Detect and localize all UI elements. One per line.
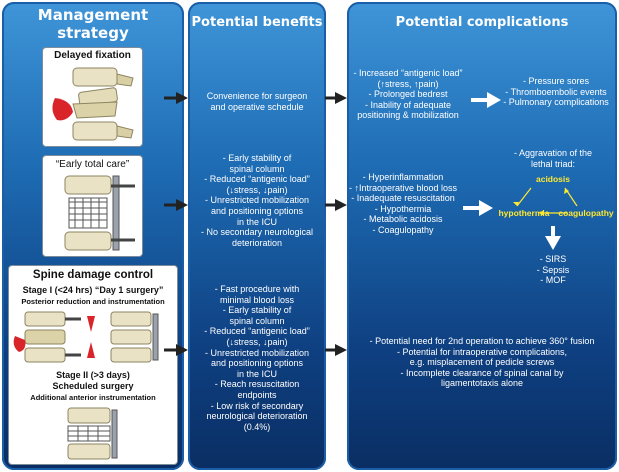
- stage2-instrumentation-illustration: [67, 407, 118, 460]
- benefit-text-line: (↓stress, ↓pain): [226, 184, 288, 195]
- stage1-instrumentation-illustration: [13, 311, 159, 363]
- benefit-text-line: - Unrestricted mobilization: [204, 347, 310, 358]
- benefit-text-line: (↓stress, ↓pain): [226, 336, 288, 347]
- benefit-text-line: - Low risk of secondary: [210, 400, 304, 411]
- benefit-text-line: (0.4%): [243, 421, 271, 432]
- complication-text-line: - Increased “antigenic load”: [353, 68, 463, 78]
- benefit-text-line: spinal column: [229, 315, 285, 326]
- triad-acidosis: acidosis: [535, 174, 571, 184]
- complication-text-line: - Sepsis: [536, 264, 570, 275]
- lethal-triad-heading: - Aggravation of the lethal triad:: [493, 148, 613, 169]
- arrow-benefits-to-complications-2: [325, 199, 347, 211]
- fractured-spine-illustration: [52, 67, 134, 141]
- arrow-white-early: [463, 200, 493, 216]
- arrow-white-delayed: [471, 92, 501, 108]
- benefit-text-line: in the ICU: [236, 368, 278, 379]
- complication-text-line: - Hyperinflammation: [362, 172, 444, 182]
- early-total-care-label: “Early total care”: [55, 159, 130, 170]
- complication-text-line: - Incomplete clearance of spinal canal b…: [400, 367, 564, 378]
- complication-text-line: - Aggravation of the: [513, 148, 593, 158]
- complication-text-line: - Metabolic acidosis: [363, 214, 443, 225]
- complication-text-line: - MOF: [540, 275, 566, 286]
- complication-text-line: - ↑Intraoperative blood loss: [348, 182, 458, 193]
- benefit-text-line: and positioning options: [210, 358, 304, 369]
- benefit-text-line: spinal column: [229, 163, 285, 174]
- benefit-text-line: - No secondary neurological: [200, 227, 314, 238]
- fixed-spine-cage-illustration: [64, 175, 135, 251]
- complication-text-line: - Pressure sores: [522, 76, 590, 86]
- benefits-damage-control: - Fast procedure with minimal blood loss…: [188, 284, 326, 432]
- delayed-fixation-label: Delayed fixation: [54, 50, 131, 61]
- delayed-fixation-box: Delayed fixation: [42, 47, 143, 147]
- complication-text-line: e.g. misplacement of pedicle screws: [409, 357, 555, 368]
- benefits-early: - Early stability of spinal column - Red…: [188, 153, 326, 248]
- complication-text-line: - Coagulopathy: [372, 224, 434, 235]
- benefit-text-line: - Reduced “antigenic load”: [204, 174, 310, 185]
- benefit-text-line: and operative schedule: [210, 101, 304, 112]
- benefit-text-line: and positioning options: [210, 205, 304, 216]
- complication-text-line: - Prolonged bedrest: [368, 89, 448, 100]
- stage2-label-line2: Scheduled surgery: [52, 381, 134, 391]
- benefit-text-line: - Reach resuscitation: [214, 379, 300, 390]
- benefits-title: Potential benefits: [191, 15, 323, 30]
- complication-text-line: - Potential for intraoperative complicat…: [396, 346, 568, 357]
- complication-text-line: ligamentotaxis alone: [440, 378, 524, 389]
- complication-text-line: - Thromboembolic events: [505, 86, 607, 97]
- arrow-early-to-benefits: [164, 199, 188, 211]
- complication-text-line: positioning & mobilization: [357, 110, 459, 121]
- arrow-benefits-to-complications-3: [325, 344, 347, 356]
- complications-delayed-outcomes: - Pressure sores - Thromboembolic events…: [497, 76, 615, 108]
- spine-damage-control-title: Spine damage control: [32, 269, 154, 281]
- triad-outcomes: - SIRS - Sepsis - MOF: [523, 254, 583, 286]
- benefit-text-line: in the ICU: [236, 216, 278, 227]
- management-title-line1: Management: [37, 6, 149, 24]
- stage2-label-line1: Stage II (>3 days): [56, 370, 130, 380]
- arrow-benefits-to-complications-1: [325, 92, 347, 104]
- benefit-text-line: - Reduced “antigenic load”: [204, 326, 310, 337]
- benefit-text-line: neurological deterioration: [206, 411, 308, 422]
- arrow-white-down: [545, 226, 561, 250]
- management-strategy-panel: Management strategy Delayed fixation “Ea…: [2, 2, 184, 470]
- benefit-text-line: deterioration: [231, 237, 283, 248]
- spine-damage-control-box: Spine damage control Stage I (<24 hrs) “…: [8, 265, 178, 465]
- benefit-text-line: - Unrestricted mobilization: [204, 195, 310, 206]
- benefit-text-line: Convenience for surgeon: [206, 91, 308, 101]
- arrow-delayed-to-benefits: [164, 92, 188, 104]
- complication-text-line: - Pulmonary complications: [503, 97, 609, 108]
- complication-text-line: - SIRS: [539, 254, 567, 264]
- benefit-text-line: minimal blood loss: [219, 294, 295, 305]
- complication-text-line: - Inadequate resuscitation: [351, 193, 455, 204]
- complications-title: Potential complications: [395, 15, 569, 30]
- complication-text-line: - Potential need for 2nd operation to ac…: [369, 336, 595, 346]
- arrow-dc-to-benefits: [164, 344, 188, 356]
- stage1-label: Stage I (<24 hrs) “Day 1 surgery”: [22, 285, 164, 295]
- benefit-text-line: endpoints: [237, 389, 277, 400]
- stage2-description: Additional anterior instrumentation: [30, 393, 156, 402]
- potential-benefits-panel: Potential benefits Convenience for surge…: [188, 2, 326, 470]
- early-total-care-box: “Early total care”: [42, 155, 143, 257]
- complication-text-line: lethal triad:: [530, 158, 576, 169]
- management-title-line2: strategy: [57, 24, 129, 42]
- triad-coagulopathy: coagulopathy: [558, 208, 614, 218]
- complications-delayed-causes: - Increased “antigenic load” (↑stress, ↑…: [347, 68, 469, 121]
- benefit-text-line: - Fast procedure with: [214, 284, 300, 294]
- complications-early-causes: - Hyperinflammation - ↑Intraoperative bl…: [347, 172, 459, 236]
- stage1-description: Posterior reduction and instrumentation: [21, 297, 165, 306]
- complications-damage-control: - Potential need for 2nd operation to ac…: [347, 336, 617, 389]
- benefit-text-line: - Early stability of: [222, 305, 292, 316]
- complication-text-line: - Hypothermia: [374, 203, 432, 214]
- benefits-delayed: Convenience for surgeon and operative sc…: [188, 91, 326, 112]
- complication-text-line: (↑stress, ↑pain): [377, 78, 439, 89]
- triad-hypothermia: hypothermia: [498, 208, 550, 218]
- benefit-text-line: - Early stability of: [222, 153, 292, 163]
- lethal-triad-diagram: [513, 187, 578, 216]
- complication-text-line: - Inability of adequate: [364, 99, 452, 110]
- potential-complications-panel: Potential complications - Increased “ant…: [347, 2, 617, 470]
